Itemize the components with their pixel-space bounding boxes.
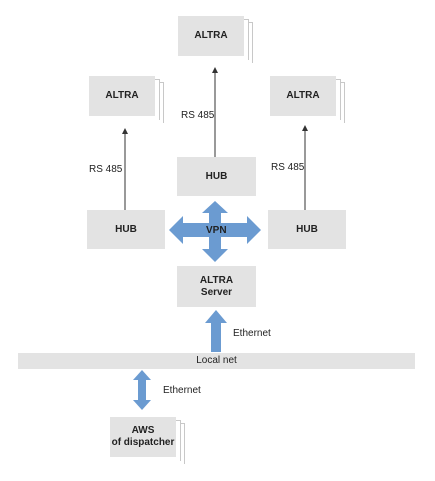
altra-server-label-line1: ALTRA bbox=[199, 274, 234, 286]
altra-right-box: ALTRA bbox=[270, 76, 336, 116]
vpn-four-way-arrow bbox=[169, 201, 261, 262]
ethernet-double-arrow bbox=[133, 370, 151, 410]
local-net-label: Local net bbox=[196, 355, 237, 366]
ethernet-up-arrow bbox=[205, 310, 227, 352]
ethernet-upper-label: Ethernet bbox=[233, 328, 271, 339]
ethernet-lower-label: Ethernet bbox=[163, 385, 201, 396]
hub-center-label: HUB bbox=[205, 170, 228, 182]
hub-left-box: HUB bbox=[87, 210, 165, 249]
altra-server-box: ALTRA Server bbox=[177, 266, 256, 307]
altra-server-label-line2: Server bbox=[200, 286, 233, 298]
altra-left-label: ALTRA bbox=[105, 90, 139, 101]
aws-label-line1: AWS bbox=[131, 425, 155, 436]
hub-right-label: HUB bbox=[296, 223, 318, 235]
altra-left-box: ALTRA bbox=[89, 76, 155, 116]
altra-right-label: ALTRA bbox=[286, 90, 320, 101]
altra-top-box: ALTRA bbox=[178, 16, 244, 56]
hub-right-box: HUB bbox=[268, 210, 346, 249]
local-net-bar: Local net bbox=[18, 353, 415, 369]
hub-left-label: HUB bbox=[115, 223, 137, 235]
hub-center-box: HUB bbox=[177, 157, 256, 196]
rs485-center-label: RS 485 bbox=[181, 110, 215, 121]
rs485-left-label: RS 485 bbox=[89, 164, 123, 175]
vpn-label: VPN bbox=[206, 225, 227, 236]
rs485-right-label: RS 485 bbox=[271, 162, 305, 173]
aws-label-line2: of dispatcher bbox=[111, 437, 175, 448]
altra-top-label: ALTRA bbox=[194, 30, 228, 41]
aws-box: AWS of dispatcher bbox=[110, 417, 176, 457]
